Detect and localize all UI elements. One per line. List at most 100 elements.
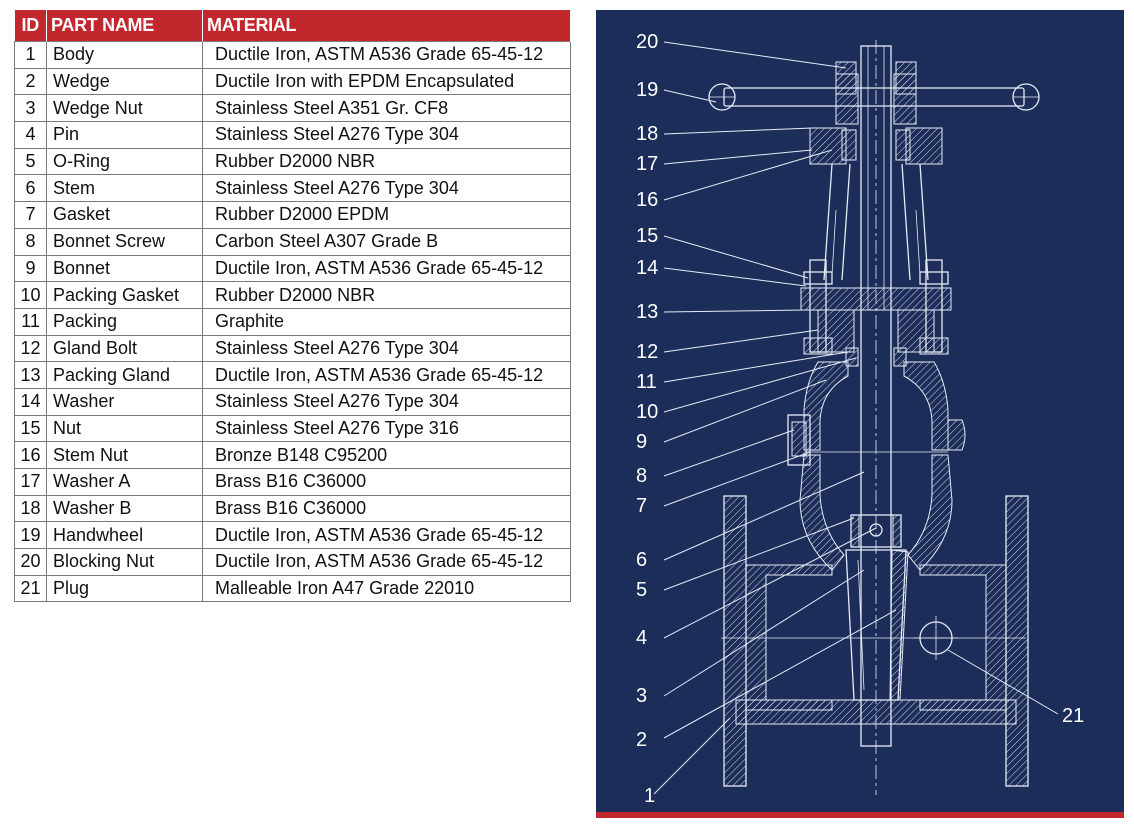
part-id-cell: 17 — [14, 468, 47, 496]
part-name-cell: Packing Gland — [46, 361, 203, 389]
part-id-cell: 7 — [14, 201, 47, 229]
material-cell: Stainless Steel A276 Type 304 — [202, 174, 571, 203]
part-id-cell: 6 — [14, 174, 47, 203]
part-id-cell: 8 — [14, 227, 47, 256]
callout-3: 3 — [636, 685, 647, 707]
material-cell: Ductile Iron, ASTM A536 Grade 65-45-12 — [202, 548, 571, 576]
part-id-cell: 16 — [14, 441, 47, 469]
callout-18: 18 — [636, 123, 658, 145]
part-id-cell: 1 — [14, 41, 47, 69]
part-name-cell: Wedge Nut — [46, 94, 203, 123]
part-id-cell: 18 — [14, 494, 47, 523]
material-cell: Stainless Steel A276 Type 304 — [202, 121, 571, 149]
part-id-cell: 21 — [14, 574, 47, 603]
part-id-cell: 11 — [14, 307, 47, 336]
callout-12: 12 — [636, 341, 658, 363]
callout-8: 8 — [636, 465, 647, 487]
callout-21: 21 — [1062, 705, 1084, 727]
part-id-cell: 9 — [14, 254, 47, 283]
material-cell: Stainless Steel A276 Type 304 — [202, 387, 571, 416]
table-header-row: ID PART NAME MATERIAL — [14, 10, 571, 42]
part-name-cell: Plug — [46, 574, 203, 603]
material-cell: Rubber D2000 NBR — [202, 147, 571, 176]
part-name-cell: Washer — [46, 387, 203, 416]
material-cell: Brass B16 C36000 — [202, 494, 571, 523]
material-cell: Bronze B148 C95200 — [202, 441, 571, 469]
material-cell: Ductile Iron, ASTM A536 Grade 65-45-12 — [202, 254, 571, 283]
material-cell: Graphite — [202, 307, 571, 336]
part-id-cell: 10 — [14, 281, 47, 309]
material-cell: Ductile Iron, ASTM A536 Grade 65-45-12 — [202, 361, 571, 389]
part-name-cell: Washer B — [46, 494, 203, 523]
part-name-cell: Body — [46, 41, 203, 69]
part-name-cell: O-Ring — [46, 147, 203, 176]
bonnet-flange — [800, 259, 952, 367]
part-name-cell: Washer A — [46, 468, 203, 496]
callout-19: 19 — [636, 79, 658, 101]
header-material: MATERIAL — [202, 10, 571, 42]
part-name-cell: Blocking Nut — [46, 548, 203, 576]
part-name-cell: Bonnet — [46, 254, 203, 283]
part-id-cell: 3 — [14, 94, 47, 123]
material-cell: Stainless Steel A351 Gr. CF8 — [202, 94, 571, 123]
callout-2: 2 — [636, 729, 647, 751]
callout-7: 7 — [636, 495, 647, 517]
material-cell: Ductile Iron, ASTM A536 Grade 65-45-12 — [202, 521, 571, 550]
callout-14: 14 — [636, 257, 658, 279]
callout-20: 20 — [636, 31, 658, 53]
callout-4: 4 — [636, 627, 647, 649]
material-cell: Ductile Iron with EPDM Encapsulated — [202, 67, 571, 96]
callout-5: 5 — [636, 579, 647, 601]
material-cell: Stainless Steel A276 Type 304 — [202, 334, 571, 363]
callout-11: 11 — [636, 371, 657, 393]
part-id-cell: 12 — [14, 334, 47, 363]
part-name-cell: Pin — [46, 121, 203, 149]
wedge-drawing — [845, 514, 909, 701]
part-name-cell: Stem Nut — [46, 441, 203, 469]
callout-1: 1 — [644, 785, 655, 807]
material-cell: Brass B16 C36000 — [202, 468, 571, 496]
material-cell: Rubber D2000 NBR — [202, 281, 571, 309]
material-cell: Malleable Iron A47 Grade 22010 — [202, 574, 571, 603]
callout-15: 15 — [636, 225, 658, 247]
part-id-cell: 2 — [14, 67, 47, 96]
part-name-cell: Packing — [46, 307, 203, 336]
part-name-cell: Stem — [46, 174, 203, 203]
part-name-cell: Packing Gasket — [46, 281, 203, 309]
callout-13: 13 — [636, 301, 658, 323]
part-id-cell: 5 — [14, 147, 47, 176]
header-part-name: PART NAME — [46, 10, 203, 42]
part-id-cell: 13 — [14, 361, 47, 389]
callout-6: 6 — [636, 549, 647, 571]
part-name-cell: Bonnet Screw — [46, 227, 203, 256]
callout-16: 16 — [636, 189, 658, 211]
material-cell: Ductile Iron, ASTM A536 Grade 65-45-12 — [202, 41, 571, 69]
stem-drawing — [860, 45, 892, 747]
part-name-cell: Wedge — [46, 67, 203, 96]
material-cell: Rubber D2000 EPDM — [202, 201, 571, 229]
valve-body-drawing — [723, 454, 1029, 787]
part-id-cell: 15 — [14, 414, 47, 443]
callout-9: 9 — [636, 431, 647, 453]
